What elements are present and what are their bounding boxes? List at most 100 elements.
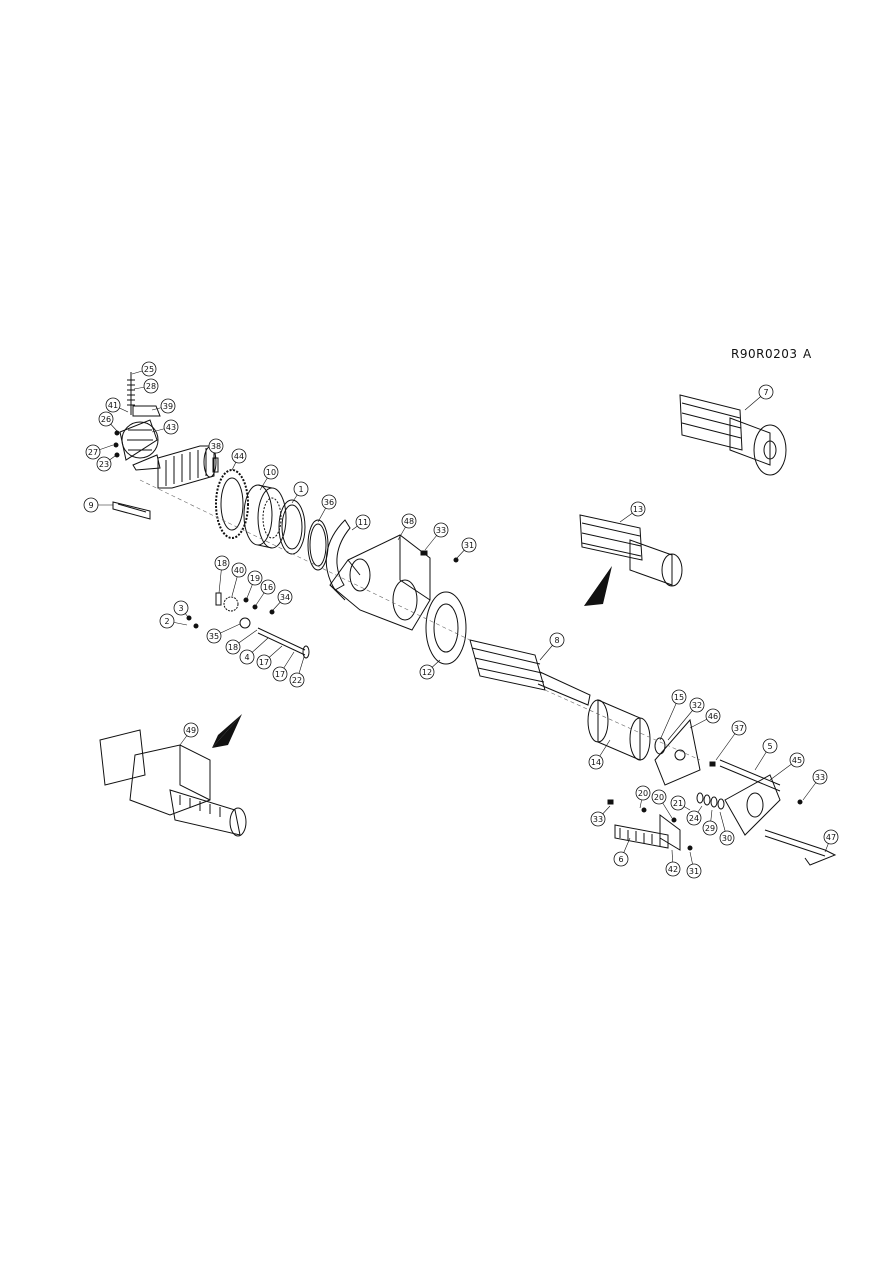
rod-5 [719,759,781,792]
balloon-circle [183,722,199,738]
balloon-label: 13 [633,505,643,514]
balloon-circle [143,378,159,394]
balloon-1: 1 [291,481,309,504]
balloon-label: 33 [436,526,446,535]
balloon-circle [321,494,337,510]
balloon-circle [686,810,702,826]
bracket-11 [325,519,351,591]
balloon-label: 33 [593,815,603,824]
balloon-15: 15 [659,689,687,741]
axis-lines [139,479,701,761]
balloon-32: 32 [667,697,705,741]
balloon-label: 6 [618,855,623,864]
bolts-upper-mid [420,550,459,563]
balloon-circle [96,456,112,472]
balloon-label: 25 [144,365,154,374]
balloon-label: 22 [292,676,302,685]
balloon-28: 28 [133,378,159,394]
balloon-17: 17 [256,645,283,670]
balloon-16: 16 [255,579,276,606]
balloon-17: 17 [272,651,295,682]
balloon-circle [651,789,667,805]
balloon-label: 29 [705,824,715,833]
balloon-circle [588,754,604,770]
balloon-circle [613,851,629,867]
direction-arrows [212,566,612,748]
balloon-circle [401,513,417,529]
balloon-47: 47 [823,829,839,853]
balloon-20: 20 [635,785,651,809]
balloon-39: 39 [151,398,176,414]
balloon-circle [225,639,241,655]
balloon-circle [159,613,175,629]
lobed-rotor-left [157,445,217,489]
balloon-circle [419,664,435,680]
balloon-label: 30 [722,834,732,843]
balloon-circle [277,589,293,605]
balloon-45: 45 [769,752,805,781]
balloon-25: 25 [131,361,157,377]
balloon-label: 44 [234,452,244,461]
balloon-circle [789,752,805,768]
balloon-label: 20 [638,789,648,798]
hub-10 [243,484,287,549]
balloon-label: 3 [178,604,183,613]
balloon-label: 33 [815,773,825,782]
balloon-leader [667,704,698,741]
balloon-label: 19 [250,574,260,583]
balloon-circle [686,863,702,879]
ring-1 [278,499,306,555]
balloon-label: 37 [734,724,744,733]
balloon-3: 3 [173,600,189,618]
balloon-label: 31 [689,867,699,876]
balloon-circle [206,628,222,644]
balloon-circle [272,666,288,682]
balloon-label: 43 [166,423,176,432]
balloon-label: 20 [654,793,664,802]
balloon-6: 6 [613,837,631,867]
balloon-label: 32 [692,701,702,710]
balloon-circle [214,555,230,571]
balloon-label: 26 [101,415,111,424]
balloon-circle [590,811,606,827]
balloon-9: 9 [83,497,113,513]
rotor-assembly-7 [679,394,787,476]
balloon-41: 41 [105,397,129,413]
key-part-9 [112,501,151,520]
balloon-circle [433,522,449,538]
balloon-circle [812,769,828,785]
balloon-label: 7 [763,388,768,397]
balloon-circle [719,830,735,846]
balloon-35: 35 [206,623,241,644]
balloon-11: 11 [351,514,371,531]
balloon-label: 10 [266,468,276,477]
balloon-31: 31 [686,851,702,879]
balloon-label: 21 [673,799,683,808]
balloon-8: 8 [539,632,565,661]
flange-12 [425,591,467,665]
balloon-label: 38 [211,442,221,451]
balloon-label: 35 [209,632,219,641]
balloon-circle [630,501,646,517]
balloon-23: 23 [96,455,116,472]
balloon-label: 1 [298,485,303,494]
balloon-circle [173,600,189,616]
balloon-49: 49 [179,722,199,746]
balloon-33: 33 [424,522,449,551]
balloon-circle [461,537,477,553]
balloon-30: 30 [719,811,735,846]
balloon-circle [163,419,179,435]
balloon-circle [823,829,839,845]
balloon-label: 27 [88,448,98,457]
balloon-circle [98,411,114,427]
balloon-7: 7 [744,384,774,411]
bolts-lower-right [607,761,803,851]
balloon-40: 40 [231,562,247,597]
balloon-27: 27 [85,444,114,460]
bar-42 [659,814,681,851]
balloon-label: 23 [99,460,109,469]
balloon-label: 8 [554,636,559,645]
balloon-label: 36 [324,498,334,507]
balloon-label: 14 [591,758,601,767]
